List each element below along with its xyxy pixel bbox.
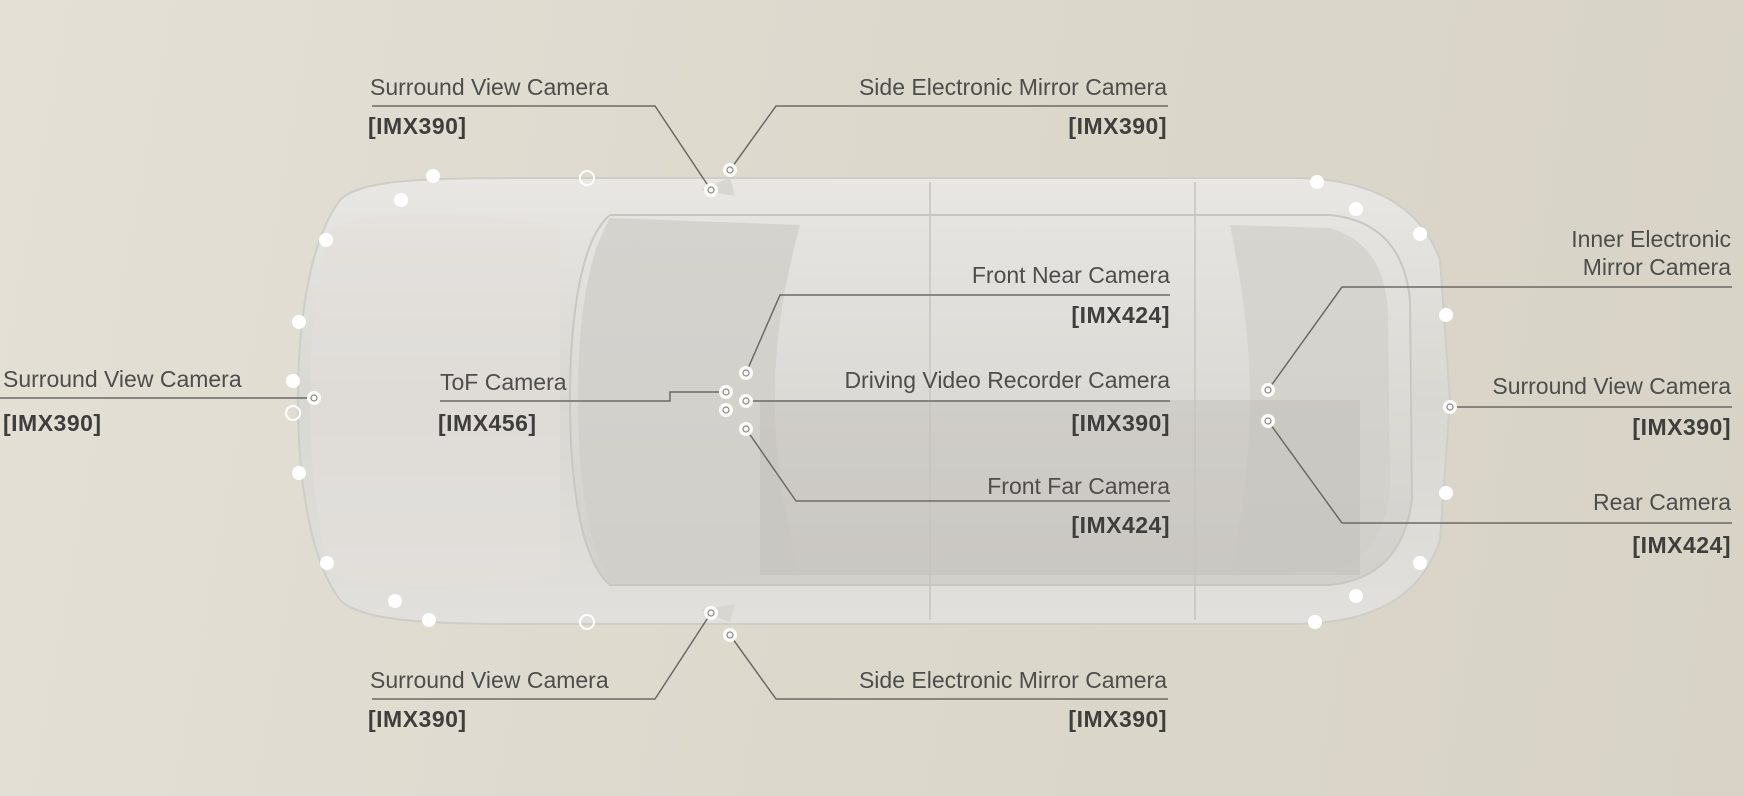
dot-icon [1308,615,1322,629]
target-ring-icon [1261,414,1275,428]
target-ring-icon [307,391,321,405]
label-sv-rear-sensor: [IMX390] [1632,414,1731,440]
target-ring-icon [739,366,753,380]
target-ring-icon [739,394,753,408]
dot-icon [1310,175,1324,189]
target-ring-icon [704,183,718,197]
label-sem-top-sensor: [IMX390] [1068,113,1167,139]
label-dvr-sensor: [IMX390] [1071,410,1170,436]
dot-icon [422,613,436,627]
label-inner-mirror-name-line1: Inner Electronic [1571,226,1731,252]
label-sv-top-sensor: [IMX390] [368,113,467,139]
label-sem-bottom-sensor: [IMX390] [1068,706,1167,732]
target-ring-icon [723,628,737,642]
camera-markers [307,163,1457,642]
leader-line-front-near [745,294,1170,374]
target-ring-icon [723,163,737,177]
target-ring-icon [1443,400,1457,414]
ring-icon [579,170,595,186]
dot-icon [394,193,408,207]
label-inner-mirror-name-line2: Mirror Camera [1582,254,1731,280]
dot-icon [388,594,402,608]
label-front-near-name: Front Near Camera [971,262,1170,288]
leader-line-tof [440,391,726,402]
label-sem-top-name: Side Electronic Mirror Camera [858,74,1167,100]
ring-markers [285,170,595,630]
car-interior-shade [760,400,1360,575]
car-rear-window [1230,225,1390,575]
label-front-near-sensor: [IMX424] [1071,302,1170,328]
ring-icon [579,614,595,630]
label-front-far-sensor: [IMX424] [1071,512,1170,538]
car-windshield [578,218,800,582]
leader-line-front-far [745,428,1170,502]
leader-lines [0,105,1732,700]
dot-icon [1349,589,1363,603]
leader-line-sem-bottom [729,634,1168,700]
target-ring-icon [1261,383,1275,397]
target-ring-icon [719,403,733,417]
car-hood-shadow [310,213,560,587]
leader-line-sv-top [372,105,712,191]
dot-icon [1439,308,1453,322]
label-sv-front-sensor: [IMX390] [3,410,102,436]
dot-icon [286,374,300,388]
ring-icon [285,405,301,421]
label-sem-bottom-name: Side Electronic Mirror Camera [858,667,1167,693]
target-ring-icon [704,606,718,620]
dot-icon [1349,202,1363,216]
dot-icon [292,315,306,329]
leader-line-inner-mirror [1267,286,1732,391]
dot-icon [319,233,333,247]
label-rear-name: Rear Camera [1592,489,1731,515]
label-dvr-name: Driving Video Recorder Camera [844,367,1170,393]
dot-icon [1413,227,1427,241]
dot-icon [320,556,334,570]
leader-line-sv-bottom [372,612,712,700]
leader-line-sem-top [729,105,1168,171]
label-tof-name: ToF Camera [440,369,567,395]
dot-icon [1413,556,1427,570]
dot-icon [292,466,306,480]
label-front-far-name: Front Far Camera [987,473,1170,499]
label-sv-bottom-sensor: [IMX390] [368,706,467,732]
target-ring-icon [719,385,733,399]
label-sv-top-name: Surround View Camera [370,74,609,100]
dot-icon [1439,486,1453,500]
radar-dots [286,169,1453,629]
target-ring-icon [739,422,753,436]
car-top-view [296,177,1452,625]
dot-icon [426,169,440,183]
label-rear-sensor: [IMX424] [1632,532,1731,558]
label-sv-front-name: Surround View Camera [3,366,242,392]
label-sv-bottom-name: Surround View Camera [370,667,609,693]
label-tof-sensor: [IMX456] [438,410,537,436]
leader-line-rear [1267,420,1732,524]
label-sv-rear-name: Surround View Camera [1492,373,1731,399]
